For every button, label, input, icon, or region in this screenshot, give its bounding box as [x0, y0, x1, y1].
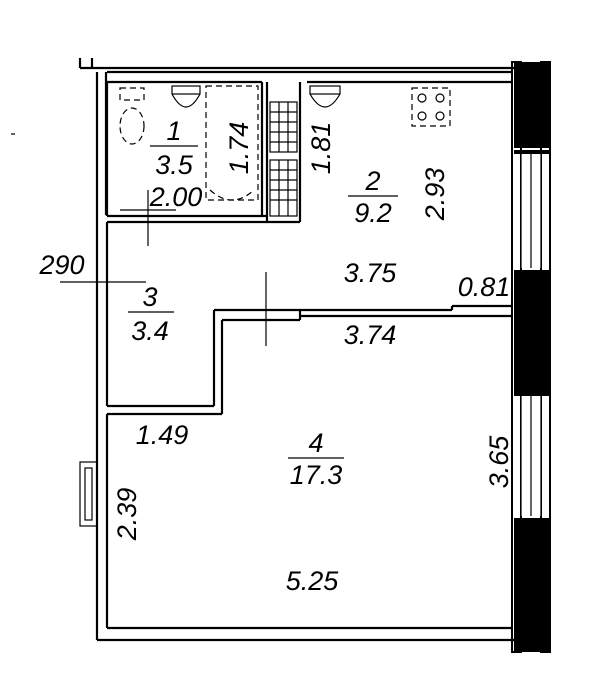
room-number: 2 — [364, 166, 380, 196]
entrance-door — [79, 461, 98, 527]
window-balcony — [514, 270, 549, 274]
dim-bath-width: 2.00 — [149, 182, 203, 212]
room-label-3: 3 3.4 — [128, 282, 174, 346]
room-number: 1 — [166, 116, 181, 146]
bathroom-walls — [105, 80, 512, 224]
bathtub-icon — [205, 85, 259, 201]
room-label-1: 4 17.3 — [288, 428, 344, 490]
dim-wall-290: 290 — [38, 250, 84, 280]
window-living — [514, 392, 549, 396]
section-marks — [11, 133, 296, 346]
ventilation-shaft-icon — [269, 101, 298, 217]
room-number: 3 — [142, 282, 157, 312]
window-kitchen — [514, 150, 549, 154]
dim-kitchen-right: 2.93 — [420, 168, 450, 222]
toilet-icon — [119, 87, 145, 145]
dim-bath-height: 1.74 — [224, 122, 254, 175]
living-room-walls — [105, 412, 222, 628]
room-area: 3.5 — [155, 150, 194, 180]
right-exterior-wall — [511, 61, 551, 653]
room-label-4: 1 3.5 — [150, 116, 198, 180]
dim-hall-width: 1.49 — [136, 420, 189, 450]
sink-icon — [171, 85, 201, 108]
dim-living-bottom: 5.25 — [286, 566, 340, 596]
stove-icon — [411, 87, 451, 127]
room-area: 17.3 — [290, 460, 343, 490]
dim-kitchen-left: 1.81 — [306, 122, 336, 175]
room-number: 4 — [308, 428, 323, 458]
dim-balcony: 0.81 — [458, 272, 511, 302]
room-area: 3.4 — [131, 316, 169, 346]
dim-kitchen-width: 3.75 — [344, 258, 398, 288]
kitchen-sink-icon — [309, 85, 341, 108]
room-area: 9.2 — [354, 198, 392, 228]
room-label-2: 2 9.2 — [348, 166, 398, 228]
dim-living-top: 3.74 — [344, 320, 397, 350]
dim-living-right: 3.65 — [484, 435, 514, 489]
dim-living-left: 2.39 — [112, 488, 142, 542]
